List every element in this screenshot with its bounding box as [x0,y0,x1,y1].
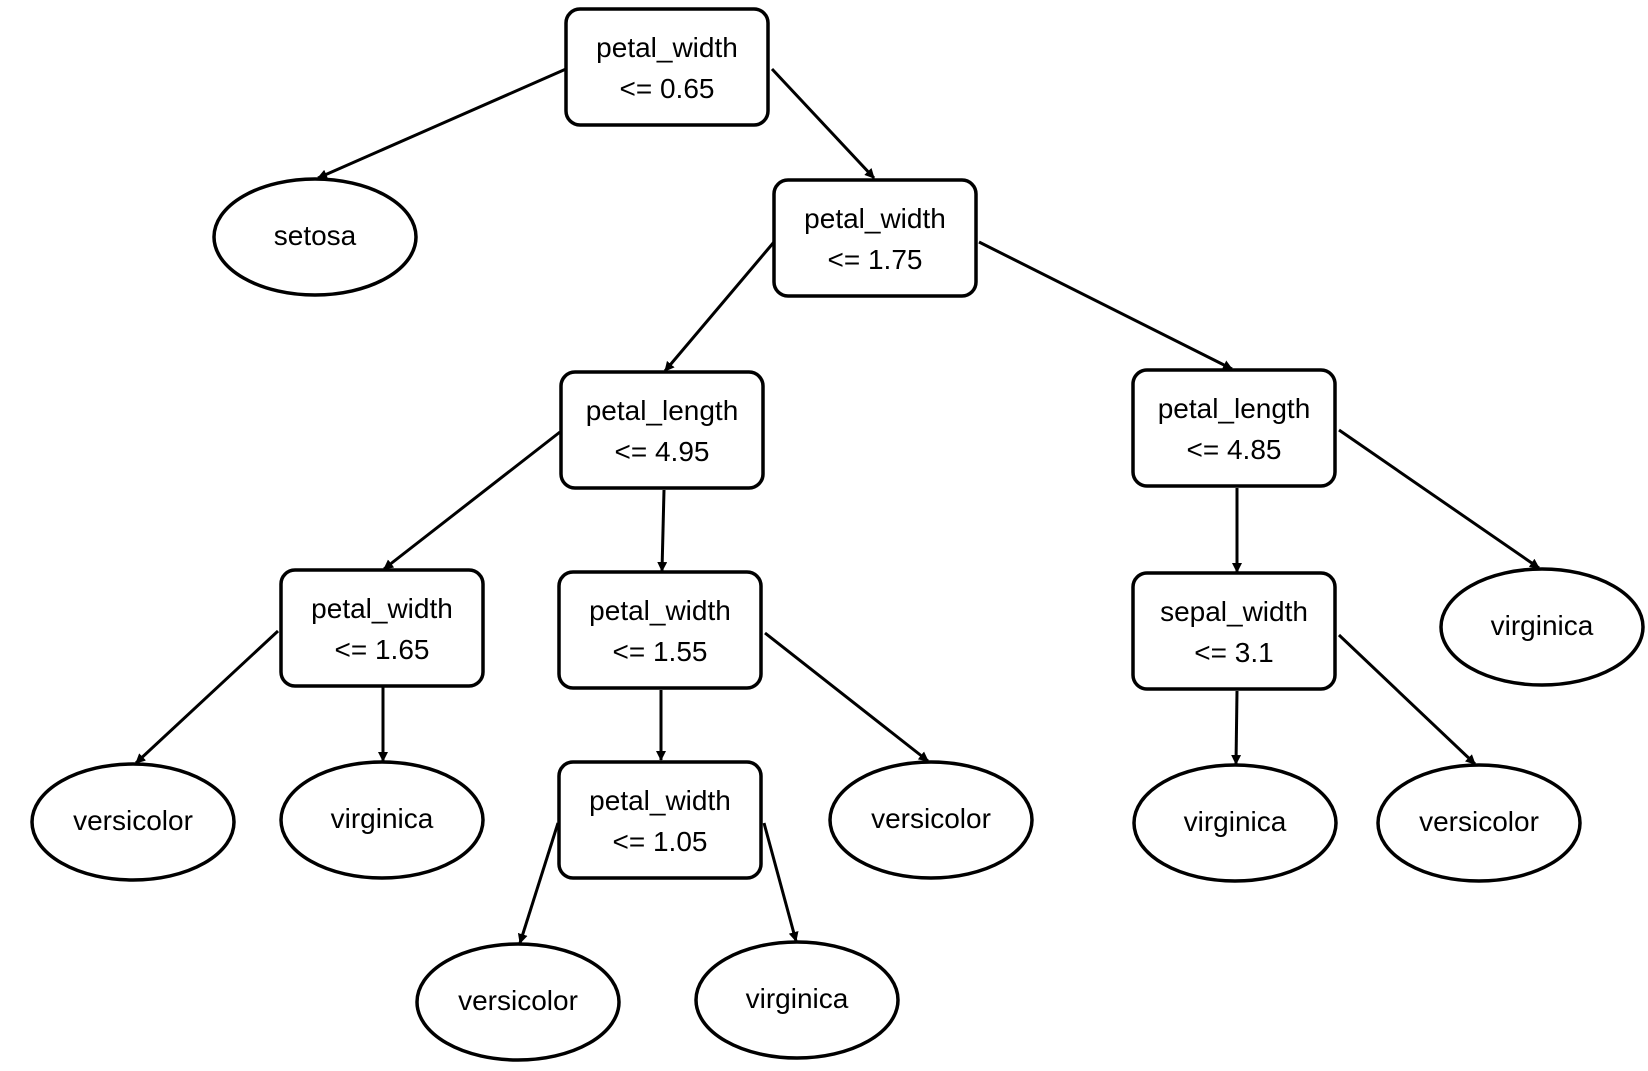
split-feature: petal_width [596,32,738,63]
split-node-n6: sepal_width <= 3.1 [1131,571,1337,691]
split-node-n7: petal_width <= 1.05 [557,760,763,880]
split-feature: sepal_width [1160,596,1308,627]
leaf-class-label: virginica [331,803,434,834]
split-threshold: <= 1.55 [613,636,708,667]
edge-n1-to-n3 [978,240,1233,371]
split-node-n1: petal_width <= 1.75 [772,178,978,298]
edge-n7-to-virginica [762,822,799,942]
leaf-class-label: versicolor [73,805,193,836]
edge-n7-to-versicolor [517,822,560,944]
edge-n2-to-n4 [383,430,561,571]
leaf-class-label: versicolor [458,985,578,1016]
split-feature: petal_length [1158,393,1311,424]
split-feature: petal_width [589,785,731,816]
split-node-n0: petal_width <= 0.65 [564,7,770,127]
split-feature: petal_width [311,593,453,624]
leaf-node-n3-right: virginica [1439,567,1645,687]
leaf-node-n4-left: versicolor [30,762,236,882]
tree-edges [134,67,1540,944]
split-node-n5: petal_width <= 1.55 [557,570,763,690]
edge-n0-to-setosa [317,67,567,180]
leaf-class-label: virginica [1184,806,1287,837]
leaf-class-label: versicolor [871,803,991,834]
edge-n3-to-virginica [1338,428,1540,570]
edge-n2-to-n5 [657,489,668,572]
edge-n0-to-n1 [770,67,876,180]
leaf-node-n5-right: versicolor [828,760,1034,880]
split-threshold: <= 0.65 [620,73,715,104]
split-feature: petal_width [804,203,946,234]
split-threshold: <= 3.1 [1194,637,1273,668]
leaf-node-n7-right: virginica [694,940,900,1060]
edge-n4-to-versicolor [134,629,280,765]
split-threshold: <= 4.85 [1187,434,1282,465]
split-node-n3: petal_length <= 4.85 [1131,368,1337,488]
leaf-node-n6-left: virginica [1132,763,1338,883]
split-node-n4: petal_width <= 1.65 [279,568,485,688]
leaf-node-n7-left: versicolor [415,942,621,1062]
split-feature: petal_width [589,595,731,626]
leaf-class-label: versicolor [1419,806,1539,837]
split-feature: petal_length [586,395,739,426]
edge-n6-to-virginica [1231,690,1242,765]
edge-n1-to-n2 [663,241,776,372]
edge-n6-to-versicolor [1337,633,1477,766]
leaf-node-setosa: setosa [212,177,418,297]
split-node-n2: petal_length <= 4.95 [559,370,765,490]
leaf-class-label: virginica [746,983,849,1014]
split-threshold: <= 1.05 [613,826,708,857]
edge-n5-to-versicolor [764,631,929,763]
leaf-node-n4-right: virginica [279,760,485,880]
leaf-class-label: setosa [274,220,357,251]
split-threshold: <= 1.75 [828,244,923,275]
split-threshold: <= 4.95 [615,436,710,467]
leaf-class-label: virginica [1491,610,1594,641]
split-threshold: <= 1.65 [335,634,430,665]
leaf-node-n6-right: versicolor [1376,763,1582,883]
